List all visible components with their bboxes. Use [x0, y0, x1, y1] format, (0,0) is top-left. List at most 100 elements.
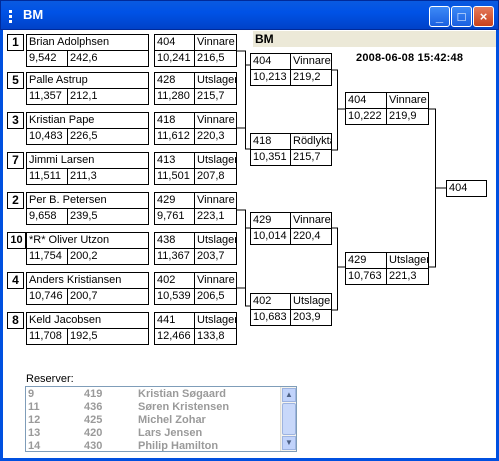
driver-score: 11,511 — [26, 168, 68, 185]
car-number[interactable]: 404 — [345, 92, 387, 109]
car-number[interactable]: 429 — [345, 252, 387, 269]
reserve-name: Philip Hamilton — [138, 440, 219, 452]
seed-number: 10 — [7, 232, 26, 249]
driver-time: 242,6 — [67, 50, 149, 67]
reserve-car: 436 — [84, 401, 103, 413]
driver-name[interactable]: Brian Adolphsen — [26, 34, 149, 51]
driver-name[interactable]: Keld Jacobsen — [26, 312, 149, 329]
driver-time: 226,5 — [67, 128, 149, 145]
driver-time: 200,2 — [67, 248, 149, 265]
car-number[interactable]: 402 — [154, 272, 195, 289]
final-winner-car[interactable]: 404 — [446, 180, 487, 197]
seed-number: 2 — [7, 192, 24, 209]
seed-number: 1 — [7, 34, 24, 51]
reserve-position: 12 — [28, 414, 41, 426]
driver-score: 10,746 — [26, 288, 68, 305]
scroll-down-icon[interactable]: ▼ — [282, 436, 296, 450]
driver-name[interactable]: Per B. Petersen — [26, 192, 149, 209]
heat-result: Utslagen — [386, 252, 429, 269]
car-number[interactable]: 428 — [154, 72, 195, 89]
heat-result: Rödlykta — [290, 133, 332, 150]
car-number[interactable]: 418 — [154, 112, 195, 129]
heat-time: 133,8 — [194, 328, 237, 345]
reserve-position: 14 — [28, 440, 41, 452]
car-number[interactable]: 404 — [250, 53, 291, 70]
close-button[interactable]: × — [473, 6, 494, 27]
heat-time: 220,3 — [194, 128, 237, 145]
driver-name[interactable]: Jimmi Larsen — [26, 152, 149, 169]
seed-number: 3 — [7, 112, 24, 129]
reserve-position: 9 — [28, 388, 35, 400]
reserves-listbox[interactable]: 9 419 Kristian Søgaard 11 436 Søren Kris… — [25, 386, 297, 452]
window-border-right — [496, 30, 499, 461]
window-titlebar[interactable]: BM _ □ × — [0, 0, 499, 30]
heat-result: Vinnare — [290, 212, 332, 229]
window-border-bottom — [0, 458, 499, 461]
heat-result: Vinnare — [194, 192, 237, 209]
driver-score: 11,754 — [26, 248, 68, 265]
heat-result: Vinnare — [194, 272, 237, 289]
heat-score: 9,761 — [154, 208, 195, 225]
heat-time: 216,5 — [194, 50, 237, 67]
car-number[interactable]: 429 — [154, 192, 195, 209]
driver-score: 9,658 — [26, 208, 68, 225]
driver-name[interactable]: *R* Oliver Utzon — [26, 232, 149, 249]
heat-score: 10,222 — [345, 108, 387, 125]
heat-result: Utslagen — [194, 312, 237, 329]
heat-result: Utslagen — [194, 232, 237, 249]
reserves-scrollbar[interactable]: ▲ ▼ — [280, 387, 296, 451]
heat-time: 203,9 — [290, 309, 332, 326]
heat-result: Utslagen — [194, 72, 237, 89]
window-title: BM — [23, 7, 44, 22]
car-number[interactable]: 402 — [250, 293, 291, 310]
reserve-name: Michel Zohar — [138, 414, 206, 426]
car-number[interactable]: 418 — [250, 133, 291, 150]
system-menu-icon[interactable] — [7, 9, 15, 23]
car-number[interactable]: 438 — [154, 232, 195, 249]
reserves-label: Reserver: — [26, 373, 74, 385]
scroll-thumb[interactable] — [282, 403, 296, 435]
heat-time: 221,3 — [386, 268, 429, 285]
driver-name[interactable]: Palle Astrup — [26, 72, 149, 89]
maximize-button[interactable]: □ — [451, 6, 472, 27]
car-number[interactable]: 404 — [154, 34, 195, 51]
competition-datetime: 2008-06-08 15:42:48 — [356, 52, 464, 64]
driver-time: 212,1 — [67, 88, 149, 105]
seed-number: 5 — [7, 72, 24, 89]
heat-time: 220,4 — [290, 228, 332, 245]
heat-time: 223,1 — [194, 208, 237, 225]
heat-result: Utslagen — [290, 293, 332, 310]
reserve-position: 13 — [28, 427, 41, 439]
reserve-name: Lars Jensen — [138, 427, 203, 439]
seed-number: 7 — [7, 152, 24, 169]
heat-score: 11,501 — [154, 168, 195, 185]
minimize-button[interactable]: _ — [429, 6, 450, 27]
reserve-name: Kristian Søgaard — [138, 388, 227, 400]
reserve-name: Søren Kristensen — [138, 401, 230, 413]
heat-score: 10,014 — [250, 228, 291, 245]
driver-score: 11,357 — [26, 88, 68, 105]
heat-result: Vinnare — [194, 112, 237, 129]
heat-score: 11,612 — [154, 128, 195, 145]
driver-name[interactable]: Kristian Pape — [26, 112, 149, 129]
heat-score: 10,351 — [250, 149, 291, 166]
reserve-car: 425 — [84, 414, 103, 426]
driver-score: 9,542 — [26, 50, 68, 67]
heat-result: Vinnare — [194, 34, 237, 51]
heat-result: Vinnare — [290, 53, 332, 70]
car-number[interactable]: 413 — [154, 152, 195, 169]
driver-score: 11,708 — [26, 328, 68, 345]
car-number[interactable]: 441 — [154, 312, 195, 329]
heat-score: 10,241 — [154, 50, 195, 67]
driver-name[interactable]: Anders Kristiansen — [26, 272, 149, 289]
scroll-up-icon[interactable]: ▲ — [282, 388, 296, 402]
heat-time: 215,7 — [290, 149, 332, 166]
heat-time: 215,7 — [194, 88, 237, 105]
heat-time: 206,5 — [194, 288, 237, 305]
reserve-car: 419 — [84, 388, 103, 400]
heat-score: 11,280 — [154, 88, 195, 105]
heat-score: 10,683 — [250, 309, 291, 326]
car-number[interactable]: 429 — [250, 212, 291, 229]
competition-title: BM — [253, 31, 496, 47]
